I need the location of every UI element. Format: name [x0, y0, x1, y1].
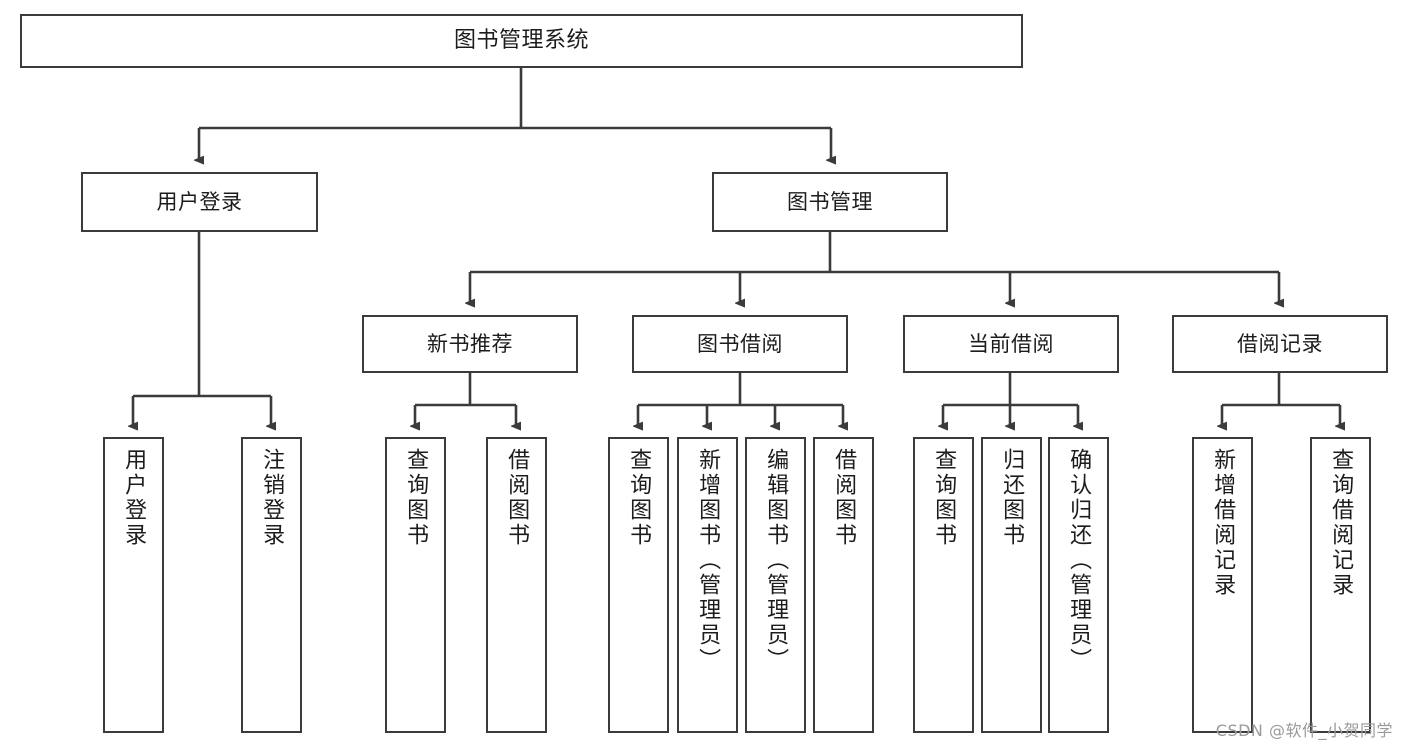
leaf-borrow-book-borrowing[interactable]: 借阅图书: [813, 437, 874, 733]
node-book-management[interactable]: 图书管理: [712, 172, 948, 232]
leaf-logout-login[interactable]: 注销登录: [241, 437, 302, 733]
leaf-query-book-current[interactable]: 查询图书: [913, 437, 974, 733]
node-root-book-management-system[interactable]: 图书管理系统: [20, 14, 1023, 68]
node-label: 新书推荐: [427, 331, 513, 356]
leaf-add-book-admin[interactable]: 新增图书（管理员）: [677, 437, 738, 733]
node-label: 借阅记录: [1237, 331, 1323, 356]
leaf-edit-book-admin[interactable]: 编辑图书（管理员）: [745, 437, 806, 733]
node-label: 当前借阅: [968, 331, 1054, 356]
leaf-confirm-return-admin[interactable]: 确认归还（管理员）: [1048, 437, 1109, 733]
node-label: 查询借阅记录: [1328, 448, 1354, 598]
node-label: 注销登录: [259, 448, 285, 548]
leaf-return-book[interactable]: 归还图书: [981, 437, 1042, 733]
node-label: 新增借阅记录: [1210, 448, 1236, 598]
leaf-add-borrowing-record[interactable]: 新增借阅记录: [1192, 437, 1253, 733]
node-current-borrowing[interactable]: 当前借阅: [903, 315, 1119, 373]
node-label: 归还图书: [999, 448, 1025, 548]
leaf-query-book-new-recommendation[interactable]: 查询图书: [385, 437, 446, 733]
node-label: 编辑图书（管理员）: [763, 448, 789, 673]
node-label: 借阅图书: [831, 448, 857, 548]
node-label: 用户登录: [156, 189, 243, 214]
node-label: 图书借阅: [697, 331, 783, 356]
leaf-user-login[interactable]: 用户登录: [103, 437, 164, 733]
node-label: 查询图书: [931, 448, 957, 548]
node-label: 借阅图书: [504, 448, 530, 548]
node-borrowing-record[interactable]: 借阅记录: [1172, 315, 1388, 373]
node-label: 图书管理系统: [453, 28, 589, 54]
leaf-query-borrowing-record[interactable]: 查询借阅记录: [1310, 437, 1371, 733]
node-label: 用户登录: [121, 448, 147, 548]
node-label: 新增图书（管理员）: [695, 448, 721, 673]
node-label: 查询图书: [626, 448, 652, 548]
csdn-watermark: CSDN @软件_小贺同学: [1215, 721, 1393, 740]
node-label: 确认归还（管理员）: [1066, 448, 1092, 673]
leaf-borrow-book-new-recommendation[interactable]: 借阅图书: [486, 437, 547, 733]
node-new-book-recommendation[interactable]: 新书推荐: [362, 315, 578, 373]
node-label: 图书管理: [787, 189, 873, 214]
node-book-borrowing[interactable]: 图书借阅: [632, 315, 848, 373]
node-label: 查询图书: [403, 448, 429, 548]
node-user-login[interactable]: 用户登录: [81, 172, 318, 232]
leaf-query-book-borrowing[interactable]: 查询图书: [608, 437, 669, 733]
